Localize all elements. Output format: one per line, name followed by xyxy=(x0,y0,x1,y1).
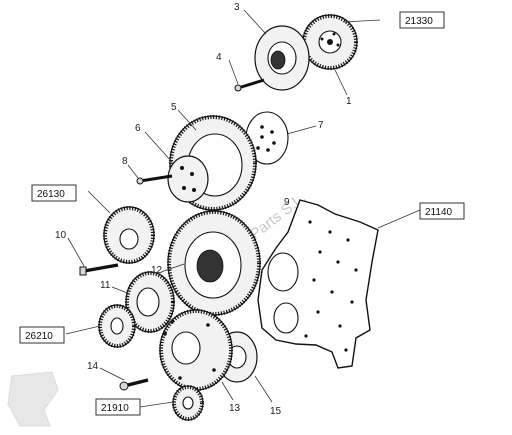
callout-15: 15 xyxy=(270,406,282,417)
callout-6: 6 xyxy=(135,123,141,134)
bolt-part-10 xyxy=(79,263,119,276)
hub-part-6 xyxy=(167,155,209,203)
gear-26130 xyxy=(103,206,155,264)
callout-12: 12 xyxy=(151,265,163,276)
callout-numbers: 1 3 4 5 6 7 8 9 10 11 12 13 14 15 xyxy=(55,2,352,417)
reference-box-26130: 26130 xyxy=(31,184,77,202)
callout-4: 4 xyxy=(216,52,222,63)
reference-box-21330: 21330 xyxy=(399,11,445,29)
callout-11: 11 xyxy=(100,280,111,291)
cover-bolt-holes xyxy=(304,220,358,352)
gear-part-13 xyxy=(159,309,233,391)
gear-26210 xyxy=(98,304,136,348)
reference-box-21910: 21910 xyxy=(95,398,141,416)
gear-part-1 xyxy=(302,14,358,70)
callout-1: 1 xyxy=(346,96,352,107)
watermark-logo-icon xyxy=(7,371,59,427)
callout-3: 3 xyxy=(234,2,240,13)
callout-13: 13 xyxy=(229,403,241,414)
svg-text:26210: 26210 xyxy=(25,331,53,342)
callout-5: 5 xyxy=(171,102,177,113)
reference-box-26210: 26210 xyxy=(19,326,65,344)
svg-text:21330: 21330 xyxy=(405,16,433,27)
svg-text:26130: 26130 xyxy=(37,189,65,200)
callout-7: 7 xyxy=(318,120,324,131)
bolt-part-4 xyxy=(234,78,265,92)
gear-21910 xyxy=(172,385,204,421)
leader-lines xyxy=(65,9,421,408)
reference-box-21140: 21140 xyxy=(419,202,465,220)
bolt-part-14 xyxy=(119,378,149,391)
callout-10: 10 xyxy=(55,230,67,241)
callout-9: 9 xyxy=(284,197,290,208)
hub-part-3 xyxy=(254,25,310,91)
callout-8: 8 xyxy=(122,156,128,167)
callout-14: 14 xyxy=(87,361,99,372)
gear-part-11 xyxy=(125,271,175,333)
bolt-part-8 xyxy=(136,174,173,185)
cover-plate-part-9 xyxy=(257,199,379,369)
svg-text:21910: 21910 xyxy=(101,403,129,414)
gear-part-12 xyxy=(167,210,261,316)
svg-text:21140: 21140 xyxy=(425,207,453,218)
